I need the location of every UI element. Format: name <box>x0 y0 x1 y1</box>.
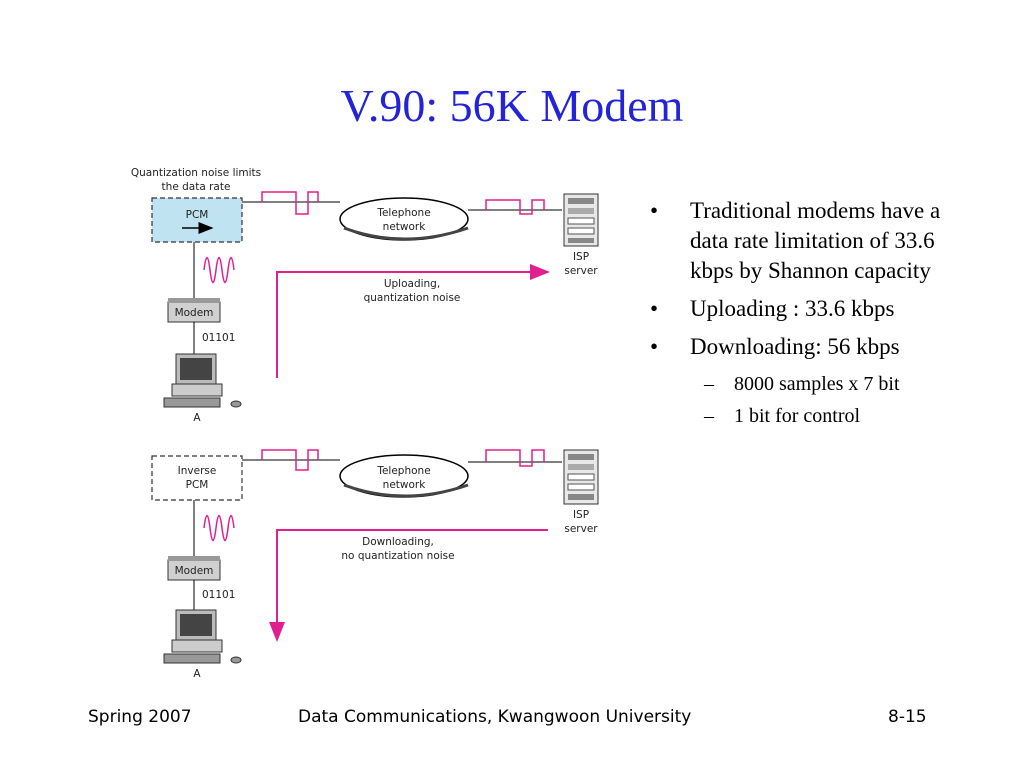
inverse-pcm-label-line1: Inverse <box>178 465 217 477</box>
network-label-2-line1: Telephone <box>376 465 430 477</box>
isp-label-2-line2: server <box>564 523 598 535</box>
sub-bullet-item: – 8000 samples x 7 bit <box>646 370 966 398</box>
network-label-line1: Telephone <box>376 207 430 219</box>
network-label-2-line2: network <box>383 479 427 491</box>
downloading-label-line1: Downloading, <box>362 536 434 548</box>
bullet-list: • Traditional modems have a data rate li… <box>646 196 966 434</box>
dash-icon: – <box>704 405 714 427</box>
bullet-icon: • <box>650 198 659 223</box>
footer-left: Spring 2007 <box>88 707 192 727</box>
digital-signal-right-2 <box>485 449 545 467</box>
bits-label-2: 01101 <box>202 589 235 601</box>
quantization-note-line1: Quantization noise limits <box>131 167 261 179</box>
slide-title: V.90: 56K Modem <box>340 80 684 131</box>
isp-server-icon <box>563 449 599 505</box>
uploading-label-line2: quantization noise <box>364 292 461 304</box>
bullet-text: Traditional modems have a data rate limi… <box>690 198 941 283</box>
dash-icon: – <box>704 373 714 395</box>
computer-icon <box>163 353 242 408</box>
bullet-item: • Uploading : 33.6 kbps <box>646 294 966 324</box>
isp-label-2-line1: ISP <box>573 509 589 521</box>
footer-page-number: 8-15 <box>888 707 927 727</box>
bullet-icon: • <box>650 334 659 359</box>
modem-label-2: Modem <box>175 565 214 577</box>
analog-signal <box>203 256 235 284</box>
bullet-item: • Traditional modems have a data rate li… <box>646 196 966 286</box>
analog-signal-2 <box>203 514 235 542</box>
uploading-label-line1: Uploading, <box>384 278 440 290</box>
digital-signal-left <box>261 191 319 215</box>
footer-center: Data Communications, Kwangwoon Universit… <box>298 707 692 727</box>
isp-label-line2: server <box>564 265 598 277</box>
quantization-note-line2: the data rate <box>162 181 231 193</box>
downloading-arrow <box>269 529 548 642</box>
upload-panel: Quantization noise limits the data rate … <box>131 167 599 424</box>
uploading-arrow <box>276 264 550 378</box>
digital-signal-right <box>485 199 545 215</box>
network-label-line2: network <box>383 221 427 233</box>
bullet-text: Downloading: 56 kbps <box>690 334 900 359</box>
downloading-label-line2: no quantization noise <box>341 550 454 562</box>
network-shadow <box>343 226 469 241</box>
pc-label: A <box>193 412 201 424</box>
inverse-pcm-box <box>151 455 243 501</box>
pcm-box <box>151 197 243 243</box>
isp-label-line1: ISP <box>573 251 589 263</box>
sub-bullet-text: 8000 samples x 7 bit <box>734 373 900 395</box>
bits-label: 01101 <box>202 332 235 344</box>
pcm-label: PCM <box>186 209 209 221</box>
sub-bullet-item: – 1 bit for control <box>646 402 966 430</box>
digital-signal-left-2 <box>261 449 319 471</box>
sub-bullet-text: 1 bit for control <box>734 405 861 427</box>
bullet-item: • Downloading: 56 kbps <box>646 332 966 362</box>
bullet-text: Uploading : 33.6 kbps <box>690 296 895 321</box>
network-shadow-2 <box>343 483 469 498</box>
inverse-pcm-label-line2: PCM <box>186 479 209 491</box>
modem-label: Modem <box>175 307 214 319</box>
computer-icon <box>163 609 242 664</box>
download-panel: Inverse PCM Telephone network ISP server… <box>151 449 599 680</box>
isp-server-icon <box>563 193 599 247</box>
bullet-icon: • <box>650 296 659 321</box>
pc-label-2: A <box>193 668 201 680</box>
